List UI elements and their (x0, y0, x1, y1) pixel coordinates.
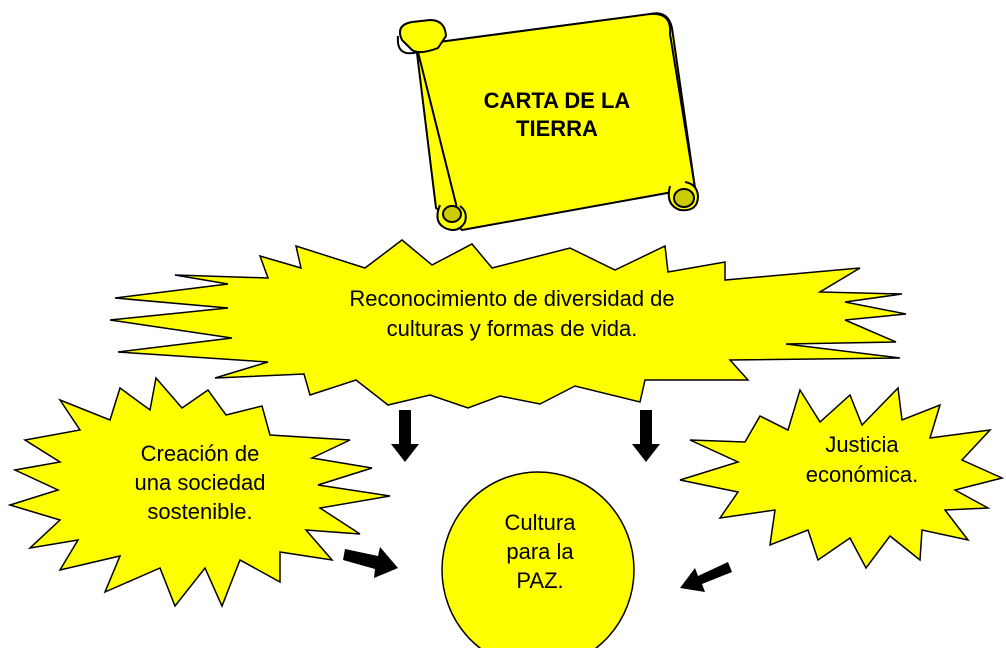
arrow-down-right (632, 410, 660, 462)
left-burst-line2: una sociedad (135, 470, 266, 495)
top-burst-line2: culturas y formas de vida. (387, 316, 638, 341)
left-burst-line3: sostenible. (147, 499, 252, 524)
scroll-title-line2: TIERRA (516, 116, 598, 141)
scroll-title-line1: CARTA DE LA (484, 88, 631, 113)
center-circle (441, 471, 635, 648)
center-circle-line2: para la (506, 539, 574, 564)
top-starburst (109, 239, 907, 409)
center-circle-line3: PAZ. (516, 568, 563, 593)
right-burst-line2: económica. (806, 462, 919, 487)
arrow-right (343, 547, 398, 578)
center-circle-line1: Cultura (505, 510, 577, 535)
arrow-left-diagonal (680, 562, 732, 592)
left-burst-line1: Creación de (141, 441, 260, 466)
arrow-down-left (391, 410, 419, 462)
scroll-shape (396, 12, 699, 231)
left-starburst (7, 376, 391, 608)
right-starburst (679, 386, 1005, 570)
right-burst-line1: Justicia (825, 432, 899, 457)
top-burst-line1: Reconocimiento de diversidad de (349, 286, 674, 311)
